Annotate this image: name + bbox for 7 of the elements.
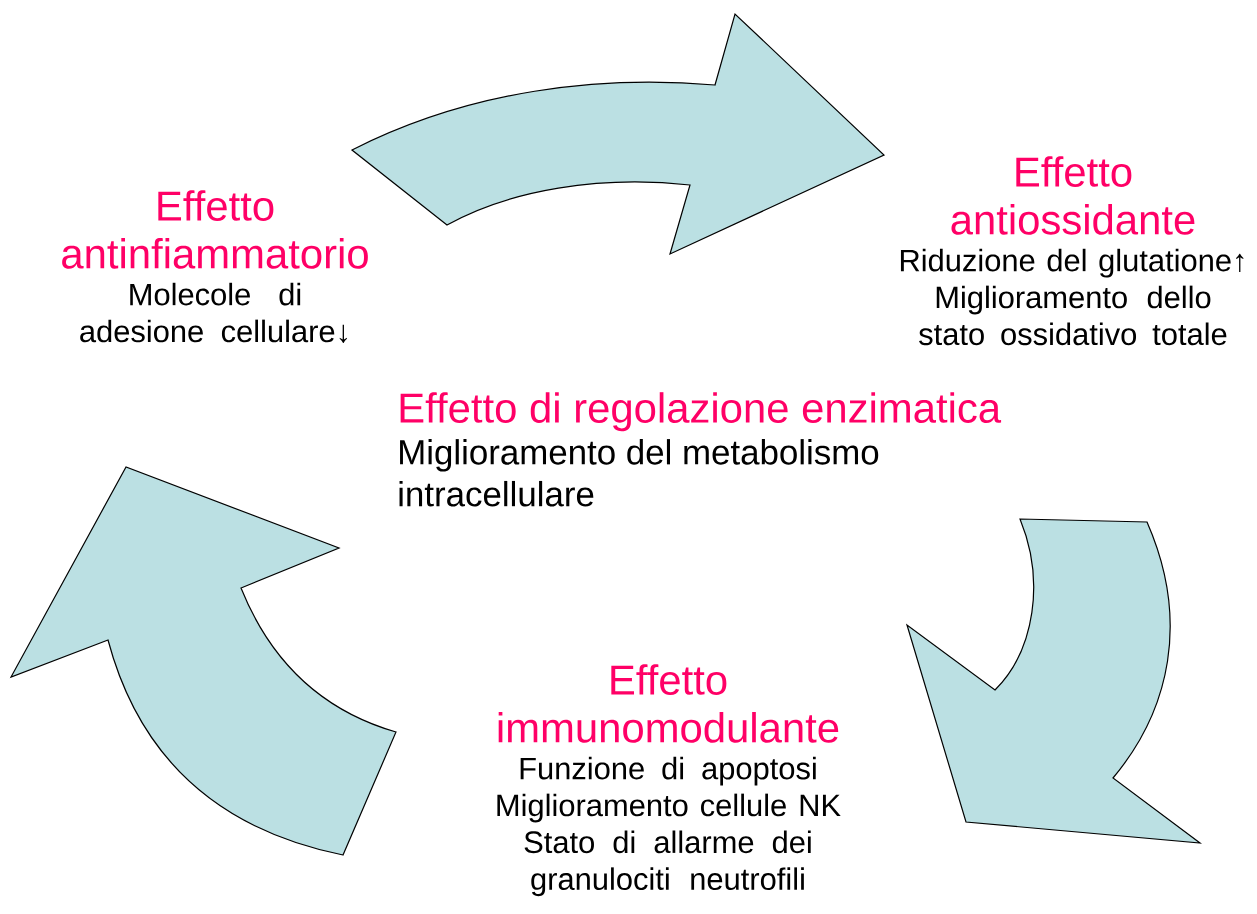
effect-text: Effetto di regolazione enzimatica Miglioramento del metabolismo intracellulare [399, 392, 1002, 507]
effect-text: Effetto antiossidante Riduzione del glutatione↑ Miglioramento dello stato ossidativo totale [900, 156, 1244, 346]
effect-text: Effetto immunomodulante Funzione di apoptosi Miglioramento cellule NK Stato di allarme dei granulociti neutrofili [497, 664, 841, 897]
block-arrow [10, 466, 397, 856]
effect-text: Effetto antinfiammatorio Molecole di adesione cellulare↓ [62, 190, 368, 343]
block-arrow [351, 13, 885, 255]
block-arrow [906, 518, 1201, 844]
